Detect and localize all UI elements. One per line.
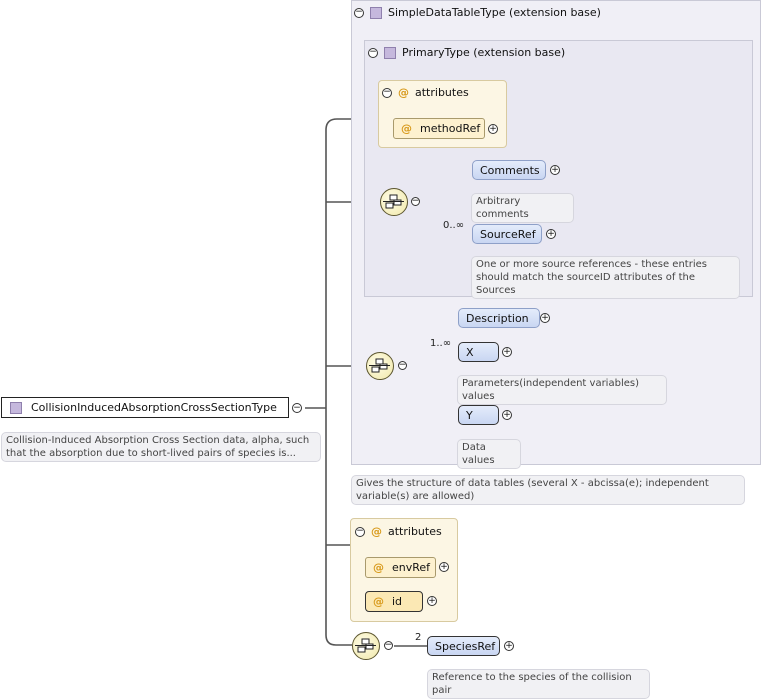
species-ref-label: SpeciesRef (435, 639, 496, 653)
method-ref-label: methodRef (420, 122, 481, 135)
expand-icon[interactable]: + (546, 228, 556, 239)
expand-icon[interactable]: + (502, 346, 512, 357)
description-label: Description (466, 311, 529, 325)
attribute-icon: @ (373, 561, 384, 574)
primary-attributes-label: attributes (415, 86, 469, 99)
env-ref-label: envRef (392, 561, 431, 574)
source-ref-label: SourceRef (480, 227, 536, 241)
x-annotation: Parameters(independent variables) values (457, 375, 667, 405)
attribute-icon: @ (373, 595, 384, 608)
source-ref-element[interactable]: SourceRef (472, 224, 542, 244)
complex-type-icon (384, 46, 396, 59)
comments-label: Comments (480, 163, 540, 177)
sequence-icon (383, 194, 404, 209)
sequence-icon (355, 638, 376, 653)
collapse-icon[interactable]: − (354, 7, 364, 18)
attribute-icon: @ (371, 525, 382, 538)
simple-data-table-annotation: Gives the structure of data tables (seve… (351, 475, 745, 505)
primary-sequence-icon[interactable] (380, 188, 408, 216)
env-ref-attribute[interactable]: @ envRef (365, 557, 436, 578)
complex-type-icon (10, 401, 22, 414)
species-ref-element[interactable]: SpeciesRef (427, 636, 500, 656)
attributes-label: attributes (388, 525, 442, 538)
x-occurrence: 1..∞ (430, 338, 452, 349)
method-ref-attribute[interactable]: @ methodRef (393, 118, 485, 139)
attribute-icon: @ (398, 86, 409, 99)
expand-icon[interactable]: + (502, 409, 512, 420)
root-annotation: Collision-Induced Absorption Cross Secti… (1, 432, 321, 462)
collapse-icon[interactable]: − (368, 47, 378, 58)
collapse-icon[interactable]: − (355, 526, 365, 537)
expand-icon[interactable]: + (550, 164, 560, 175)
expand-icon[interactable]: + (488, 123, 498, 134)
collapse-icon[interactable]: − (292, 402, 302, 413)
simple-data-table-type-header[interactable]: − SimpleDataTableType (extension base) (354, 6, 601, 19)
source-ref-annotation: One or more source references - these en… (471, 256, 740, 299)
id-label: id (392, 595, 403, 608)
species-sequence-icon[interactable] (352, 632, 380, 660)
attribute-icon: @ (401, 122, 412, 135)
y-annotation: Data values (457, 439, 521, 469)
collapse-icon[interactable]: − (411, 196, 420, 206)
y-label: Y (466, 408, 473, 422)
expand-icon[interactable]: + (540, 312, 550, 323)
root-type-name: CollisionInducedAbsorptionCrossSectionTy… (31, 401, 277, 414)
simple-data-table-type-title: SimpleDataTableType (extension base) (388, 6, 601, 19)
comments-annotation: Arbitrary comments (471, 193, 574, 223)
y-element[interactable]: Y (458, 405, 499, 425)
collapse-icon[interactable]: − (382, 87, 392, 98)
collapse-icon[interactable]: − (398, 360, 407, 370)
complex-type-icon (370, 6, 382, 19)
expand-icon[interactable]: + (427, 595, 437, 606)
comments-element[interactable]: Comments (472, 160, 546, 180)
expand-icon[interactable]: + (439, 561, 449, 572)
id-attribute[interactable]: @ id (365, 591, 423, 612)
x-label: X (466, 345, 474, 359)
collapse-icon[interactable]: − (384, 640, 393, 650)
expand-icon[interactable]: + (504, 640, 514, 651)
species-ref-annotation: Reference to the species of the collisio… (427, 669, 650, 699)
attributes-header[interactable]: − @ attributes (355, 525, 442, 538)
primary-type-header[interactable]: − PrimaryType (extension base) (368, 46, 565, 59)
source-ref-occurrence: 0..∞ (443, 220, 465, 231)
x-element[interactable]: X (458, 342, 499, 362)
species-ref-occurrence: 2 (415, 632, 422, 643)
primary-attributes-header[interactable]: − @ attributes (382, 86, 469, 99)
primary-type-title: PrimaryType (extension base) (402, 46, 566, 59)
description-element[interactable]: Description (458, 308, 540, 328)
data-sequence-icon[interactable] (366, 352, 394, 380)
root-type[interactable]: CollisionInducedAbsorptionCrossSectionTy… (1, 397, 289, 418)
sequence-icon (369, 358, 390, 373)
